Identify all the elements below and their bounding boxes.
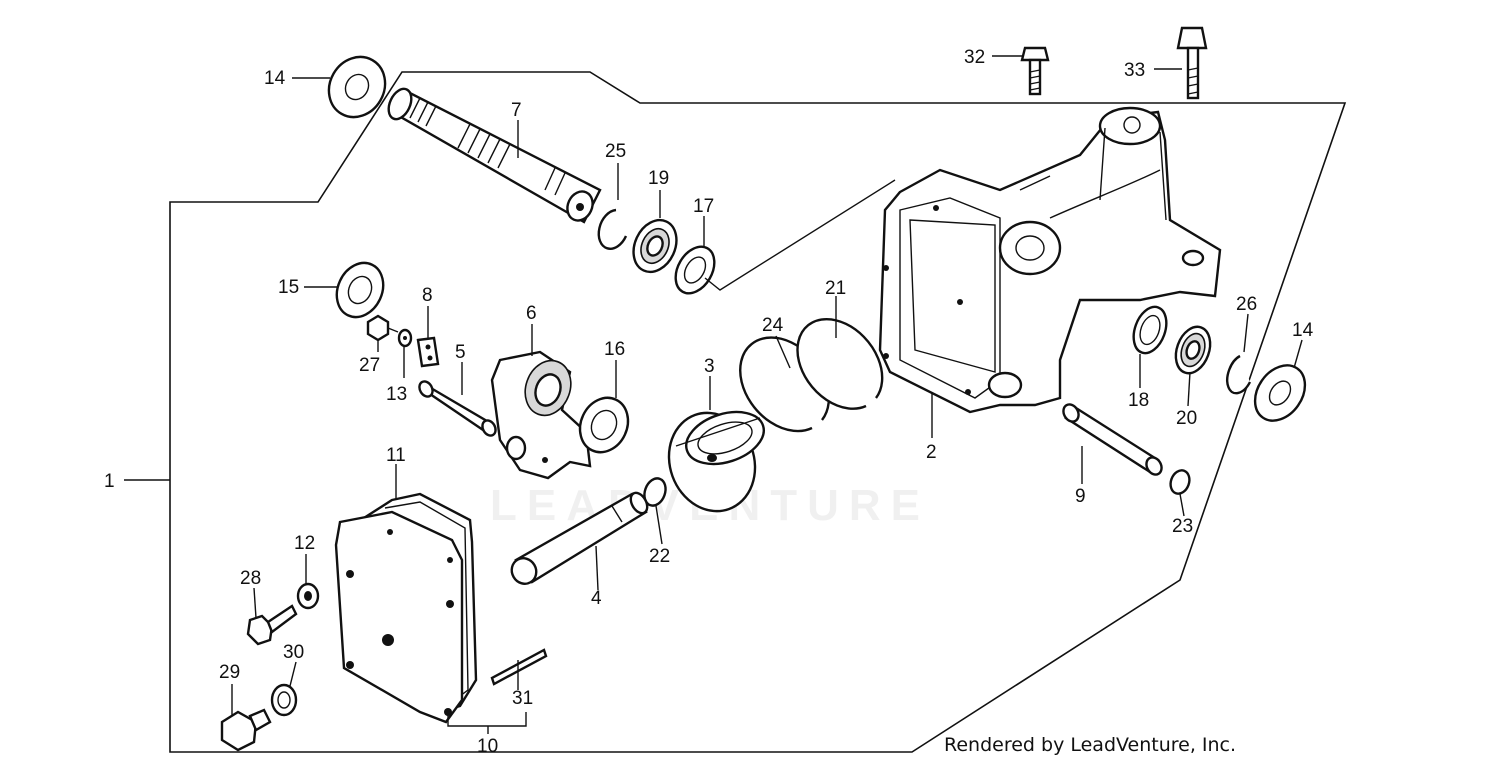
washer-14-top xyxy=(327,55,387,119)
callout-labels: 1 2 3 4 5 6 7 8 9 10 11 12 13 14 14 15 1… xyxy=(104,47,1314,757)
washer-12 xyxy=(296,582,320,610)
callout-20: 20 xyxy=(1176,408,1197,429)
callout-26: 26 xyxy=(1236,294,1257,315)
bolt-28 xyxy=(246,604,298,646)
pin-9 xyxy=(1062,403,1163,476)
bearing-20 xyxy=(1174,325,1212,375)
shaft-4 xyxy=(510,491,649,585)
callout-32: 32 xyxy=(964,47,985,68)
shift-arm-6 xyxy=(490,350,592,480)
callout-9: 9 xyxy=(1075,486,1086,507)
callout-28: 28 xyxy=(240,568,261,589)
render-credit: Rendered by LeadVenture, Inc. xyxy=(944,734,1237,756)
callout-4: 4 xyxy=(591,588,602,609)
housing-2 xyxy=(878,106,1222,414)
ring-23 xyxy=(1169,469,1191,495)
callout-13: 13 xyxy=(386,384,407,405)
drain-plug-29 xyxy=(220,708,272,752)
callout-12: 12 xyxy=(294,533,315,554)
washer-14-right xyxy=(1253,364,1307,422)
callout-14-top: 14 xyxy=(264,68,286,89)
washer-17 xyxy=(674,245,716,295)
callout-33: 33 xyxy=(1124,60,1145,81)
ring-22 xyxy=(643,477,667,507)
plate-8 xyxy=(416,336,440,368)
callout-17: 17 xyxy=(693,196,714,217)
snap-ring-26 xyxy=(1226,354,1252,395)
callout-31: 31 xyxy=(512,688,533,709)
snap-ring-25 xyxy=(597,208,628,250)
washer-15 xyxy=(335,261,385,319)
callout-24: 24 xyxy=(762,315,784,336)
callout-1: 1 xyxy=(104,471,115,492)
callout-27: 27 xyxy=(359,355,380,376)
bolt-33 xyxy=(1176,26,1208,100)
bolt-32 xyxy=(1020,46,1050,96)
callout-6: 6 xyxy=(526,303,537,324)
callout-8: 8 xyxy=(422,285,433,306)
callout-14-right: 14 xyxy=(1292,320,1314,341)
callout-25: 25 xyxy=(605,141,626,162)
leader-lines xyxy=(231,55,1303,734)
callout-7: 7 xyxy=(511,100,522,121)
callout-15: 15 xyxy=(278,277,299,298)
callout-30: 30 xyxy=(283,642,304,663)
callout-22: 22 xyxy=(649,546,670,567)
callout-18: 18 xyxy=(1128,390,1149,411)
callout-10: 10 xyxy=(477,736,498,757)
bearing-19 xyxy=(632,218,678,274)
washer-30 xyxy=(270,683,298,717)
callout-5: 5 xyxy=(455,342,466,363)
callout-23: 23 xyxy=(1172,516,1193,537)
assembly-frame xyxy=(169,71,1347,753)
cover-10-gasket-11 xyxy=(334,492,478,724)
pin-5 xyxy=(418,380,497,437)
pin-31 xyxy=(490,648,548,686)
callout-29: 29 xyxy=(219,662,240,683)
washer-16 xyxy=(578,396,630,454)
callout-16: 16 xyxy=(604,339,625,360)
sleeve-3 xyxy=(667,410,765,513)
callout-21: 21 xyxy=(825,278,846,299)
callout-2: 2 xyxy=(926,442,937,463)
nut-27 xyxy=(366,314,399,342)
seal-18 xyxy=(1132,305,1168,355)
callout-19: 19 xyxy=(648,168,669,189)
washer-13 xyxy=(397,328,413,348)
callout-3: 3 xyxy=(704,356,715,377)
splined-shaft-7 xyxy=(387,87,602,224)
callout-11: 11 xyxy=(386,445,406,466)
ring-21 xyxy=(796,317,884,410)
